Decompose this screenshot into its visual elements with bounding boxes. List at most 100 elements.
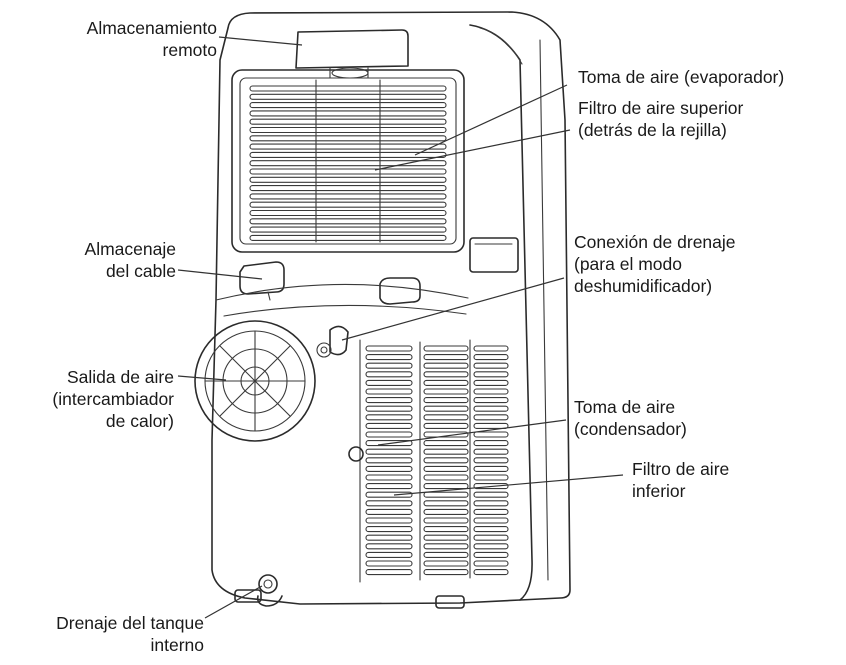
- upper-grille-frame: [231, 69, 465, 253]
- label-air-intake-condenser: Toma de aire (condensador): [574, 396, 687, 440]
- grille-slat: [249, 118, 447, 125]
- grille-slat: [365, 448, 413, 455]
- grille-slat: [473, 457, 509, 464]
- grille-slat: [423, 371, 469, 378]
- unit-body-outline: [211, 11, 571, 605]
- label-line: (condensador): [574, 419, 687, 439]
- grille-slat: [365, 422, 413, 429]
- label-air-outlet: Salida de aire (intercambiador de calor): [2, 366, 174, 432]
- label-line: Filtro de aire superior: [578, 98, 744, 118]
- label-line: Almacenaje: [84, 239, 176, 259]
- grille-slat: [473, 517, 509, 524]
- grille-slat: [423, 465, 469, 472]
- label-line: Toma de aire (evaporador): [578, 67, 785, 87]
- label-upper-air-filter: Filtro de aire superior (detrás de la re…: [578, 97, 743, 141]
- grille-slat: [473, 354, 509, 361]
- label-line: de calor): [105, 411, 174, 431]
- label-lower-air-filter: Filtro de aire inferior: [632, 458, 729, 502]
- upper-grille-slats: [249, 85, 447, 241]
- grille-slat: [249, 176, 447, 183]
- grille-slat: [423, 379, 469, 386]
- grille-slat: [365, 465, 413, 472]
- grille-slat: [365, 534, 413, 541]
- label-internal-tank-drain: Drenaje del tanque interno: [2, 612, 204, 656]
- label-line: Toma de aire: [574, 397, 676, 417]
- grille-slat: [473, 500, 509, 507]
- grille-slat: [473, 362, 509, 369]
- label-line: remoto: [162, 40, 217, 60]
- grille-slat: [473, 465, 509, 472]
- label-cable-storage: Almacenaje del cable: [40, 238, 176, 282]
- grille-slat: [365, 551, 413, 558]
- grille-slat: [365, 371, 413, 378]
- label-line: interno: [150, 635, 204, 655]
- label-line: Drenaje del tanque: [56, 613, 204, 633]
- grille-slat: [365, 569, 413, 576]
- grille-slat: [365, 345, 413, 352]
- grille-slat: [473, 491, 509, 498]
- grille-slat: [249, 135, 447, 142]
- grille-slat: [423, 543, 469, 550]
- grille-slat: [249, 201, 447, 208]
- grille-slat: [423, 431, 469, 438]
- grille-slat: [423, 569, 469, 576]
- grille-slat: [473, 526, 509, 533]
- grille-slat: [473, 551, 509, 558]
- grille-slat: [423, 422, 469, 429]
- grille-slat: [365, 405, 413, 412]
- grille-slat: [473, 388, 509, 395]
- grille-slat: [423, 534, 469, 541]
- grille-slat: [365, 440, 413, 447]
- remote-storage-tray: [295, 29, 409, 69]
- grille-slat: [365, 431, 413, 438]
- grille-slat: [423, 500, 469, 507]
- grille-slat: [423, 474, 469, 481]
- grille-slat: [365, 388, 413, 395]
- grille-slat: [249, 110, 447, 117]
- grille-slat: [249, 168, 447, 175]
- grille-slat: [249, 102, 447, 109]
- grille-slat: [473, 508, 509, 515]
- grille-slat: [423, 448, 469, 455]
- lower-grille: [365, 345, 509, 576]
- grille-slat: [473, 474, 509, 481]
- grille-slat: [423, 362, 469, 369]
- grille-slat: [473, 345, 509, 352]
- label-line: Conexión de drenaje: [574, 232, 736, 252]
- grille-slat: [249, 226, 447, 233]
- grille-slat: [473, 483, 509, 490]
- tank-drain-fitting: [256, 574, 283, 607]
- grille-slat: [423, 491, 469, 498]
- grille-slat: [249, 93, 447, 100]
- label-line: (intercambiador: [52, 389, 174, 409]
- grille-slat: [249, 218, 447, 225]
- grille-slat: [473, 448, 509, 455]
- grille-slat: [249, 160, 447, 167]
- grille-slat: [423, 457, 469, 464]
- grille-slat: [249, 234, 447, 241]
- grille-slat: [365, 414, 413, 421]
- grille-slat: [365, 379, 413, 386]
- label-air-intake-evaporator: Toma de aire (evaporador): [578, 66, 784, 88]
- grille-slat: [365, 457, 413, 464]
- label-drain-connection: Conexión de drenaje (para el modo deshum…: [574, 231, 736, 297]
- grille-slat: [249, 209, 447, 217]
- grille-slat: [365, 474, 413, 481]
- grille-slat: [365, 491, 413, 498]
- grille-slat: [473, 534, 509, 541]
- grille-slat: [423, 526, 469, 533]
- grille-slat: [365, 354, 413, 361]
- grille-slat: [423, 551, 469, 558]
- grille-slat: [249, 143, 447, 150]
- grille-slat: [473, 431, 509, 438]
- grille-slat: [473, 414, 509, 421]
- grille-slat: [365, 508, 413, 515]
- air-outlet-fan: [194, 320, 316, 442]
- grille-slat: [473, 371, 509, 378]
- label-remote-storage: Almacenamiento remoto: [20, 17, 217, 61]
- label-line: deshumidificador): [574, 276, 713, 296]
- grille-slat: [473, 397, 509, 404]
- grille-slat: [423, 405, 469, 412]
- lower-grille-knob: [348, 446, 364, 462]
- grille-slat: [249, 185, 447, 192]
